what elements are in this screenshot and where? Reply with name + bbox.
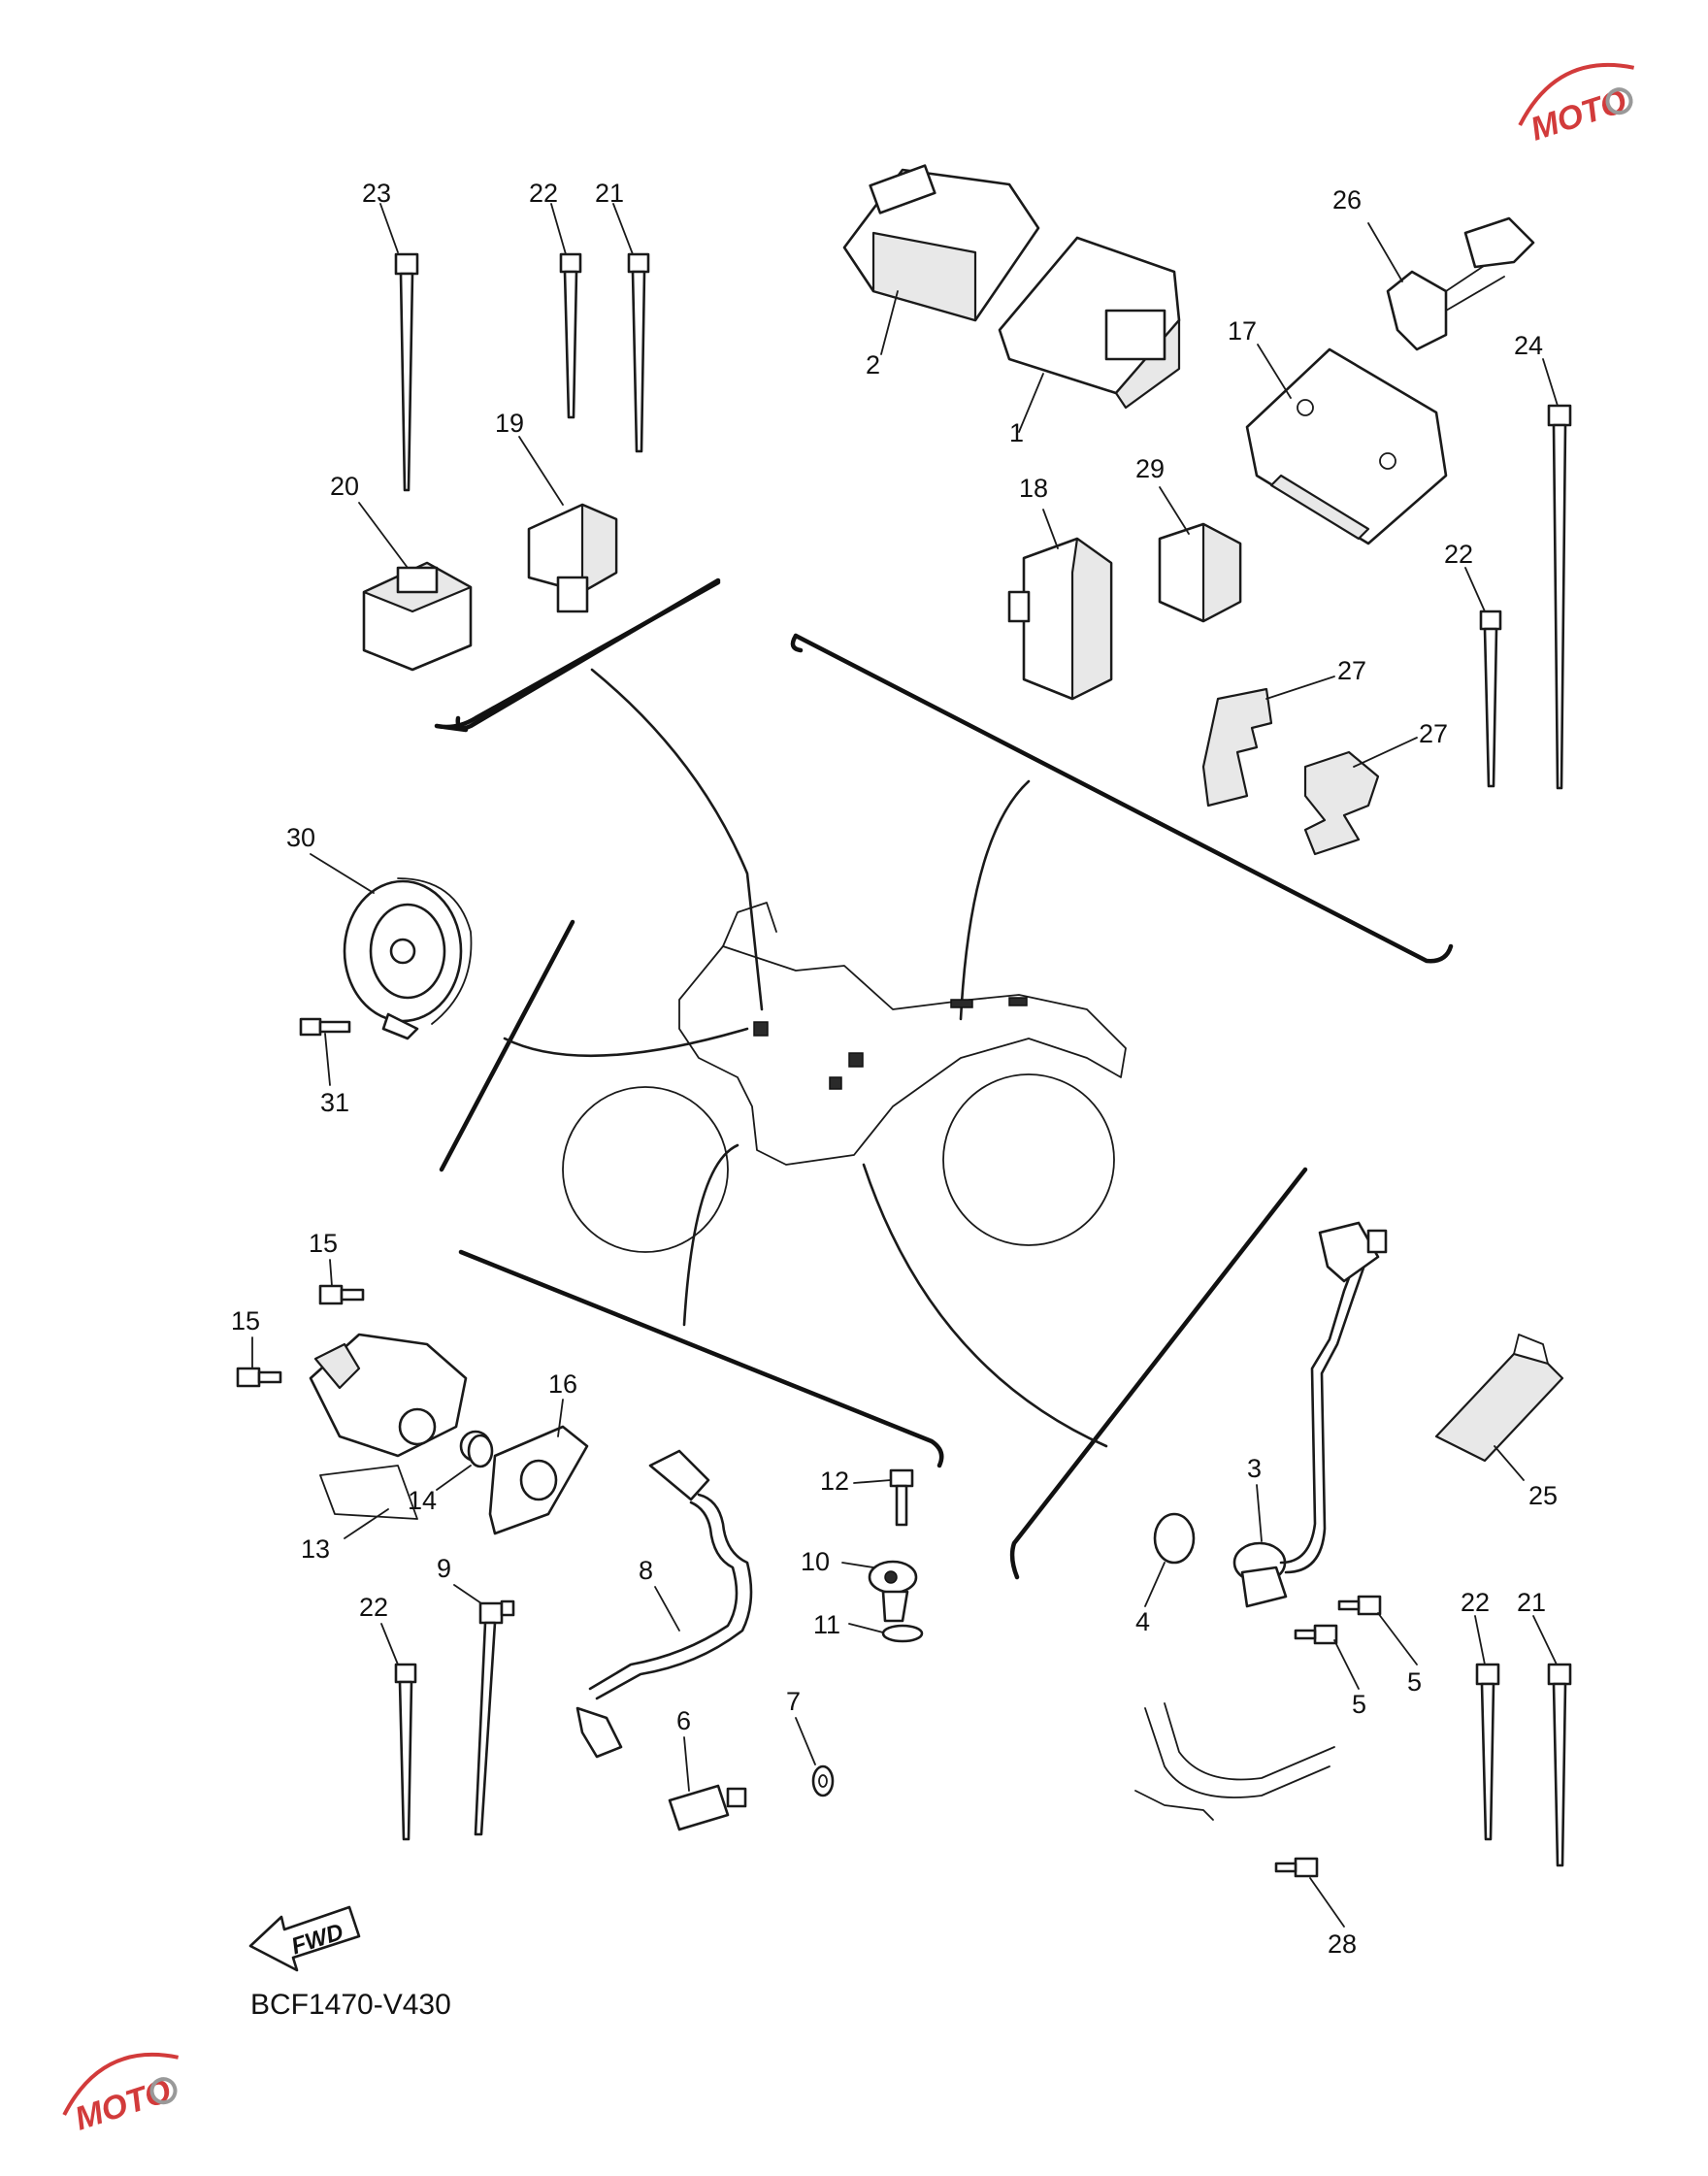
gasket-16	[488, 1425, 589, 1535]
cable-tie-22-bottom-left	[394, 1663, 417, 1841]
callout-11: 11	[813, 1610, 840, 1639]
diagram-code: BCF1470-V430	[250, 1989, 451, 2021]
o-ring-14	[467, 1434, 494, 1468]
bolt-5-b	[1294, 1624, 1338, 1645]
motorcycle-outline	[562, 902, 1127, 1253]
callout-20: 20	[330, 472, 359, 501]
bolt-28	[1274, 1857, 1319, 1878]
callout-5-a: 5	[1407, 1667, 1422, 1697]
cable-tie-22-top	[559, 252, 582, 419]
bolt-5-a	[1337, 1595, 1382, 1616]
callout-30: 30	[286, 823, 315, 852]
clamp-tie-9	[474, 1599, 515, 1836]
o-ring-11	[881, 1624, 924, 1643]
cable-tie-22-right	[1479, 610, 1502, 788]
callout-22-c: 22	[359, 1593, 388, 1622]
sensor-3	[1232, 1221, 1388, 1608]
callout-26: 26	[1332, 185, 1362, 214]
callout-22-a: 22	[529, 179, 558, 208]
pad-27-a	[1201, 687, 1273, 808]
callout-2: 2	[866, 350, 880, 379]
callout-18: 18	[1019, 474, 1048, 503]
callout-9: 9	[437, 1554, 451, 1583]
o-ring-4	[1153, 1512, 1196, 1565]
watermark-logo-bottom: MOTO	[62, 2052, 180, 2138]
callout-24: 24	[1514, 331, 1543, 360]
callout-28: 28	[1328, 1929, 1357, 1959]
callout-4: 4	[1135, 1607, 1150, 1636]
bolt-15-a	[318, 1284, 365, 1305]
callout-31: 31	[320, 1088, 349, 1117]
bolt-15-b	[236, 1367, 282, 1388]
control-unit-1	[998, 236, 1181, 410]
callout-29: 29	[1135, 454, 1165, 483]
callout-16: 16	[548, 1369, 577, 1399]
callout-leaders	[251, 203, 1559, 1928]
callout-15-b: 15	[231, 1306, 260, 1335]
callout-5-b: 5	[1352, 1690, 1366, 1719]
callout-19: 19	[495, 409, 524, 438]
cable-tie-22-bottom-right	[1475, 1663, 1500, 1841]
callout-15-a: 15	[309, 1229, 338, 1258]
washer-7	[811, 1764, 835, 1797]
callout-8: 8	[639, 1556, 653, 1585]
callout-13: 13	[301, 1534, 330, 1564]
cable-tie-24	[1547, 404, 1572, 790]
callout-7: 7	[786, 1687, 801, 1716]
fwd-arrow-icon: FWD	[248, 1905, 361, 1972]
pad-27-b	[1303, 750, 1380, 856]
sensor-10	[868, 1560, 918, 1623]
frame-section	[1134, 1702, 1335, 1821]
callout-labels: 23 22 21 19 20 2 1 26 17 24 18 29 22 27 …	[231, 179, 1558, 1959]
module-18	[1007, 537, 1113, 701]
ecu-box-2	[842, 164, 1040, 322]
bolt-31	[299, 1017, 351, 1037]
callout-12: 12	[820, 1467, 849, 1496]
callout-27-a: 27	[1337, 656, 1366, 685]
cable-tie-23	[394, 252, 419, 492]
callout-22-b: 22	[1444, 540, 1473, 569]
relay-19	[527, 503, 618, 613]
callout-10: 10	[801, 1547, 830, 1576]
callout-1: 1	[1009, 418, 1024, 447]
sensor-lead-8	[575, 1449, 753, 1759]
section-dividers	[434, 577, 1454, 1580]
callout-14: 14	[408, 1486, 437, 1515]
bolt-12	[889, 1468, 914, 1527]
callout-17: 17	[1228, 316, 1257, 346]
bracket-25	[1434, 1334, 1564, 1463]
callout-21-a: 21	[595, 179, 624, 208]
callout-6: 6	[676, 1706, 691, 1735]
callout-23: 23	[362, 179, 391, 208]
callout-27-b: 27	[1419, 719, 1448, 748]
relay-29	[1158, 522, 1242, 623]
callout-21-b: 21	[1517, 1588, 1546, 1617]
regulator-17	[1245, 347, 1448, 545]
horn-30	[343, 877, 473, 1040]
callout-3: 3	[1247, 1454, 1262, 1483]
callout-22-d: 22	[1461, 1588, 1490, 1617]
cable-tie-21-bottom-right	[1547, 1663, 1572, 1867]
connector-26	[1386, 216, 1535, 351]
relay-20	[362, 561, 473, 672]
actuator-assembly	[309, 1333, 492, 1520]
watermark-logo-top: MOTO	[1518, 62, 1635, 148]
leader-lines	[503, 668, 1108, 1448]
switch-6	[668, 1784, 747, 1831]
callout-25: 25	[1528, 1481, 1558, 1510]
cable-tie-21-top	[627, 252, 650, 453]
